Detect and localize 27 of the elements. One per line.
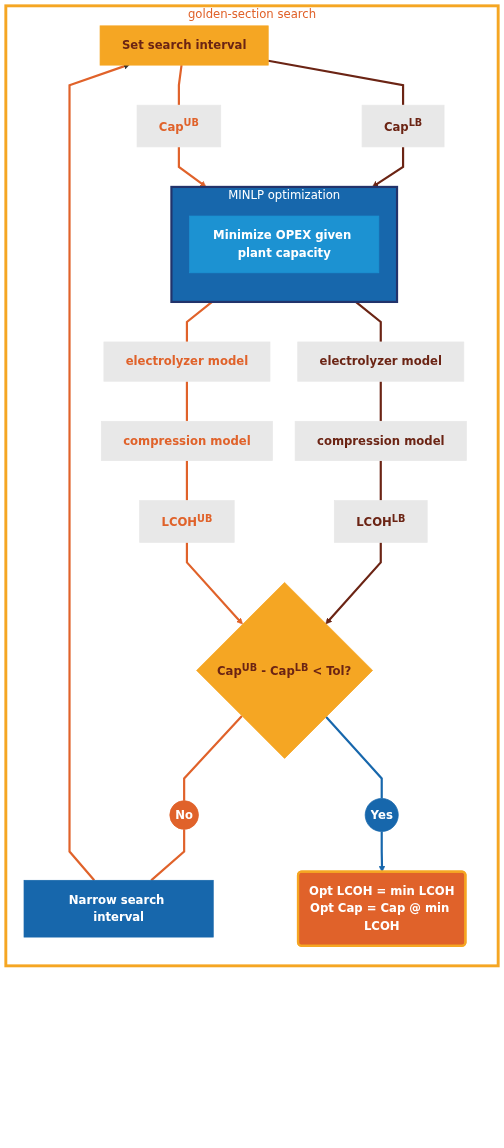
node-box: Set search interval: [99, 25, 269, 66]
node-box: compression model: [294, 420, 467, 461]
connector: [185, 381, 188, 422]
node-box: Cap$^{LB}$: [361, 104, 445, 148]
node-box: Minimize OPEX given plant capacity: [189, 215, 380, 274]
arrow: [325, 542, 382, 625]
arrow: [185, 542, 243, 625]
connector: [185, 301, 213, 342]
node-box: Cap$^{UB}$: [136, 104, 222, 148]
node-circle: Yes: [364, 798, 399, 832]
node-circle: No: [169, 800, 199, 830]
node-box: electrolyzer model: [297, 341, 465, 382]
connector: [355, 301, 382, 342]
node-diamond: Cap$^{UB}$ - Cap$^{LB}$ < Tol?: [196, 582, 373, 759]
node-box: compression model: [100, 420, 273, 461]
connector: [325, 715, 383, 799]
connector: [177, 65, 183, 106]
node-box: electrolyzer model: [103, 341, 271, 382]
connector: [379, 381, 382, 422]
connector: [379, 460, 382, 501]
connector: [150, 829, 186, 882]
node-box: Narrow search interval: [23, 879, 214, 938]
connector: [185, 460, 188, 501]
connector: [183, 715, 243, 801]
node-box: LCOH$^{UB}$: [139, 500, 235, 543]
node-box: LCOH$^{LB}$: [333, 500, 428, 543]
connector: [268, 59, 405, 106]
